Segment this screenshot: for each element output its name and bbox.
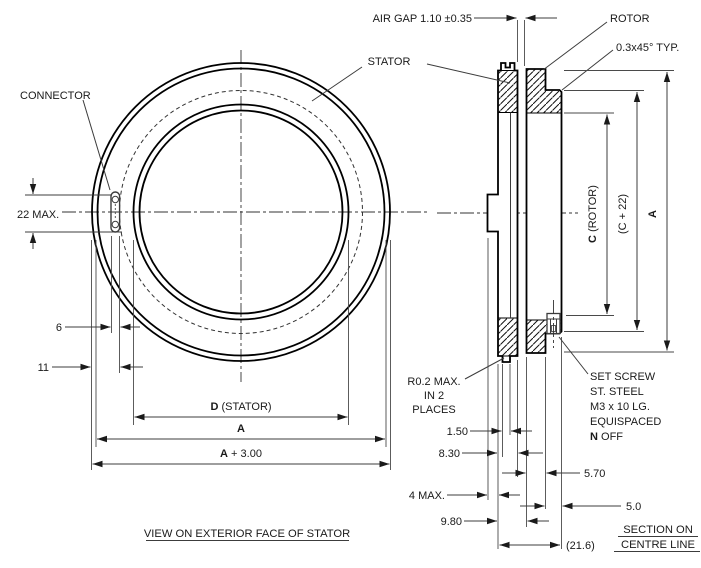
dim-a3-label: A + 3.00 — [220, 448, 262, 460]
chamfer-label: 0.3x45° TYP. — [616, 42, 679, 54]
stator-outer-circle — [91, 62, 391, 362]
r02-line1: R0.2 MAX. — [407, 376, 460, 388]
dim-570-label: 5.70 — [584, 468, 605, 480]
section-view: AIR GAP 1.10 ±0.35 ROTOR 0.3x45° TYP. ST… — [311, 13, 700, 552]
dim-22-max: 22 MAX. — [17, 178, 122, 249]
air-gap-label: AIR GAP 1.10 ±0.35 — [373, 13, 472, 25]
rotor-hatch-top — [526, 68, 562, 114]
dim-50-label: 5.0 — [626, 501, 641, 513]
dim-d-stator: D (STATOR) — [134, 401, 348, 421]
stator-od-circle — [96, 67, 386, 357]
dim-830-label: 8.30 — [439, 448, 460, 460]
dim-c-plus-22: (C + 22) — [564, 90, 644, 332]
ss-line4: EQUISPACED — [590, 416, 661, 428]
rotor-label: ROTOR — [610, 13, 650, 25]
stator-bore-outer-circle — [132, 103, 350, 321]
dim-5-70: 5.70 — [502, 468, 605, 480]
dim-c-rotor: C (ROTOR) — [564, 112, 614, 316]
stator-hatch-top — [497, 70, 518, 113]
ss-line3: M3 x 10 LG. — [590, 401, 650, 413]
dim-4max-label: 4 MAX. — [409, 490, 445, 502]
ss-line5: N OFF — [590, 431, 623, 443]
dim-21-6: (21.6) — [499, 540, 595, 552]
dim-1-50: 1.50 — [447, 426, 532, 438]
dim-6-label: 6 — [56, 322, 62, 334]
r02-line3: PLACES — [412, 404, 455, 416]
ss-line1: SET SCREW — [590, 371, 656, 383]
rotor-callout: ROTOR — [542, 13, 650, 71]
dim-6: 6 — [56, 322, 140, 334]
set-screw — [546, 300, 561, 348]
front-view-title: VIEW ON EXTERIOR FACE OF STATOR — [144, 528, 350, 540]
dim-216-label: (21.6) — [566, 540, 595, 552]
dim-150-label: 1.50 — [447, 426, 468, 438]
connector-label: CONNECTOR — [20, 90, 91, 102]
r02-note: R0.2 MAX. IN 2 PLACES — [407, 357, 505, 416]
dim-11: 11 — [38, 362, 143, 374]
stator-callout: STATOR — [311, 56, 511, 102]
dim-air-gap: AIR GAP 1.10 ±0.35 — [373, 13, 557, 66]
dim-a-front: A — [97, 423, 385, 443]
dim-d-label: D (STATOR) — [210, 401, 271, 413]
stator-bore-inner-circle — [138, 109, 344, 315]
dim-a-label: A — [237, 423, 245, 435]
ss-line2: ST. STEEL — [590, 386, 644, 398]
dim-9-80: 9.80 — [441, 516, 549, 528]
dim-c-label: C (ROTOR) — [587, 185, 599, 243]
dim-980-label: 9.80 — [441, 516, 462, 528]
dim-a-section-label: A — [647, 210, 659, 218]
stator-label: STATOR — [368, 56, 411, 68]
section-title-line2: CENTRE LINE — [621, 539, 695, 551]
set-screw-note: SET SCREW ST. STEEL M3 x 10 LG. EQUISPAC… — [558, 336, 661, 443]
dim-a-section: A — [564, 70, 674, 353]
section-title-line1: SECTION ON — [623, 524, 693, 536]
connector-callout: CONNECTOR — [20, 90, 111, 191]
r02-line2: IN 2 — [424, 390, 444, 402]
dim-c22-label: (C + 22) — [617, 194, 629, 234]
chamfer-callout: 0.3x45° TYP. — [561, 42, 679, 91]
front-view: 22 MAX. 6 11 D (STATOR) A — [17, 50, 430, 541]
dim-5-0: 5.0 — [520, 501, 641, 513]
stator-hatch-bottom — [497, 317, 518, 357]
dim-4-max: 4 MAX. — [409, 490, 520, 502]
dim-22max-label: 22 MAX. — [17, 209, 59, 221]
dim-11-label: 11 — [38, 362, 49, 374]
dim-8-30: 8.30 — [439, 448, 543, 460]
dim-a-plus-3: A + 3.00 — [92, 448, 390, 468]
